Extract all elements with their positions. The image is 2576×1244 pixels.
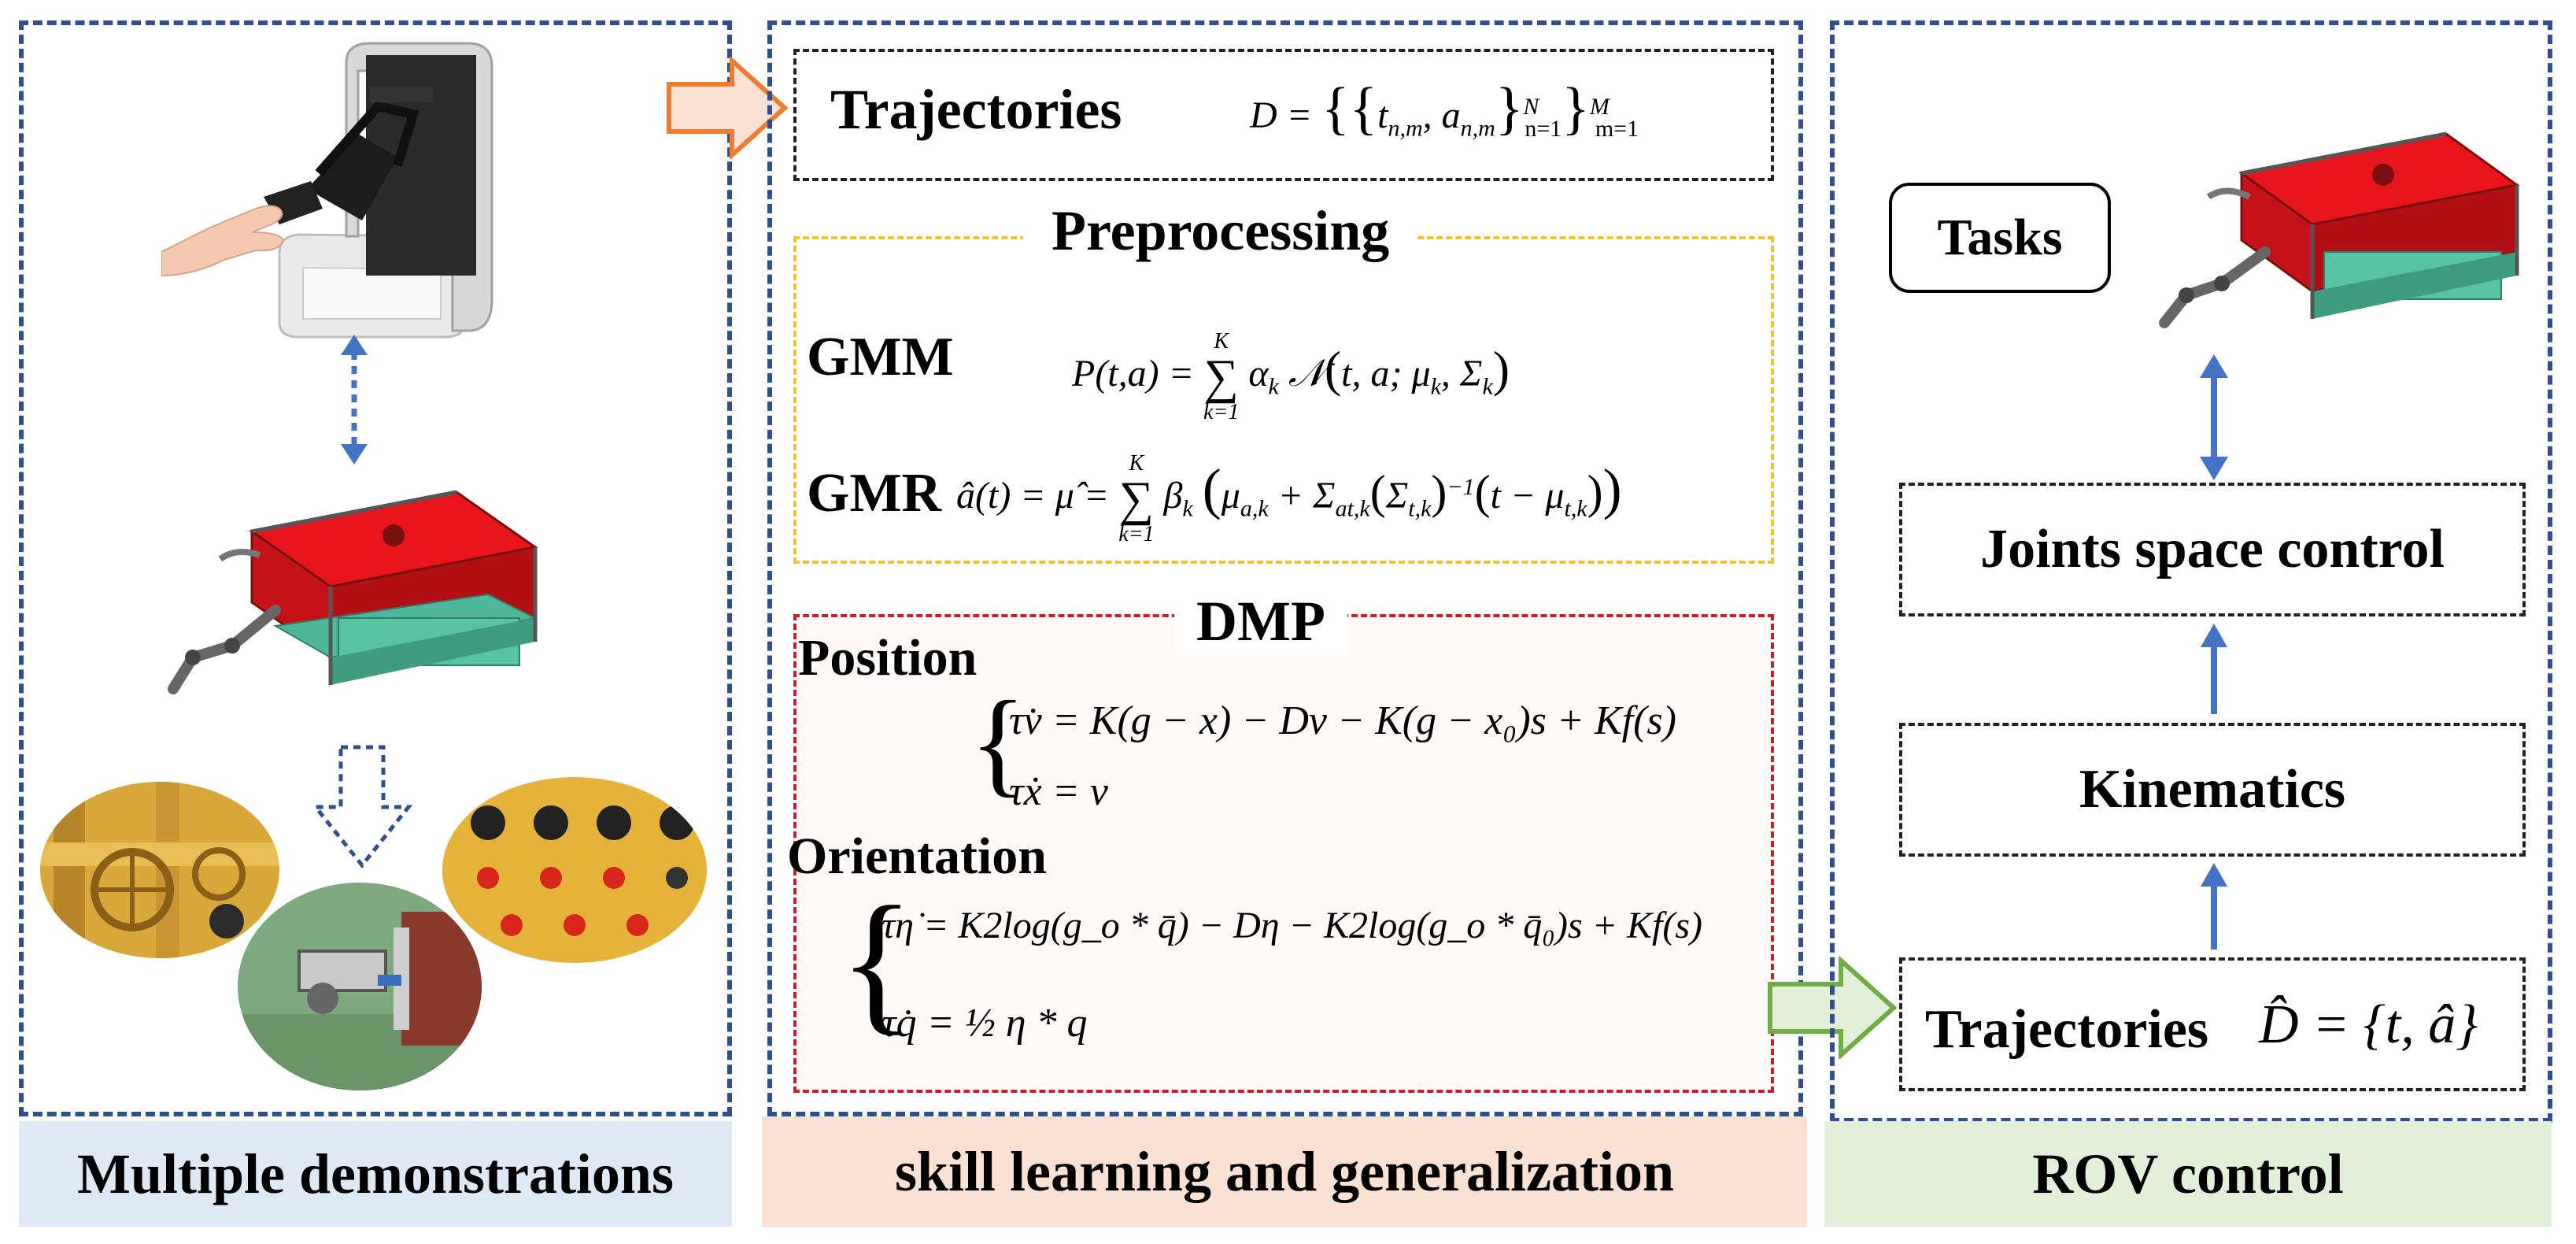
joints-space-control-box: Joints space control bbox=[1899, 483, 2526, 616]
demonstrations-panel bbox=[19, 20, 732, 1116]
orientation-brace: { bbox=[839, 875, 915, 1049]
gmr-equation: â(t) = μ̂ = K∑k=1 βk (μa,k + Σat,k(Σt,k)… bbox=[956, 451, 1622, 546]
blue-up-arrow-2 bbox=[2201, 863, 2227, 950]
dmp-box bbox=[793, 614, 1774, 1093]
skill-learning-panel bbox=[767, 20, 1803, 1116]
hollow-down-arrow bbox=[311, 745, 413, 869]
rov-trajectories-label: Trajectories bbox=[1925, 999, 2209, 1060]
blue-up-arrow-1 bbox=[2201, 624, 2227, 714]
haptic-device-illustration bbox=[161, 39, 531, 346]
valves-photo bbox=[40, 782, 279, 958]
tasks-box: Tasks bbox=[1889, 183, 2111, 293]
position-brace: { bbox=[970, 677, 1026, 808]
blue-double-arrow bbox=[2200, 354, 2228, 480]
kinematics-box: Kinematics bbox=[1899, 723, 2526, 857]
rov-trajectories-equation: D̂ = {t, â} bbox=[2259, 994, 2478, 1055]
gmm-equation: P(t,a) = K∑k=1 αk 𝒩(t, a; μk, Σk) bbox=[1072, 329, 1510, 424]
position-equation-2: τẋ = v bbox=[1009, 769, 1108, 814]
position-label: Position bbox=[798, 629, 978, 687]
dotted-double-arrow bbox=[341, 335, 368, 465]
preprocessing-title: Preprocessing bbox=[1023, 198, 1418, 264]
orange-arrow-right bbox=[667, 57, 789, 159]
underwater-gripper-photo bbox=[238, 883, 482, 1090]
dmp-title: DMP bbox=[1174, 589, 1347, 654]
skill-learning-label: skill learning and generalization bbox=[762, 1116, 1807, 1227]
rov-illustration-right bbox=[2159, 131, 2520, 328]
trajectories-title: Trajectories bbox=[830, 78, 1122, 141]
orientation-equation-1: τη̇ = K2log(g_o * q̄) − Dη − K2log(g_o *… bbox=[881, 905, 1703, 946]
gmm-label: GMM bbox=[807, 327, 954, 387]
rov-control-label: ROV control bbox=[1824, 1121, 2552, 1227]
position-equation-1: τv̇ = K(g − x) − Dv − K(g − x₀)s + Kf(s) bbox=[1009, 698, 1676, 743]
control-panel-photo bbox=[442, 777, 707, 963]
gmr-label: GMR bbox=[807, 463, 942, 524]
orientation-label: Orientation bbox=[787, 827, 1047, 885]
rov-illustration-left bbox=[168, 490, 538, 694]
trajectories-box bbox=[793, 49, 1774, 181]
demonstrations-label: Multiple demonstrations bbox=[19, 1121, 732, 1227]
trajectories-equation: D = {{tn,m, an,m}Nn=1}Mm=1 bbox=[1250, 76, 1639, 142]
rov-control-panel bbox=[1830, 20, 2552, 1123]
orientation-equation-2: τq̇ = ½ η * q bbox=[881, 1001, 1088, 1046]
rov-trajectories-box bbox=[1899, 957, 2526, 1091]
